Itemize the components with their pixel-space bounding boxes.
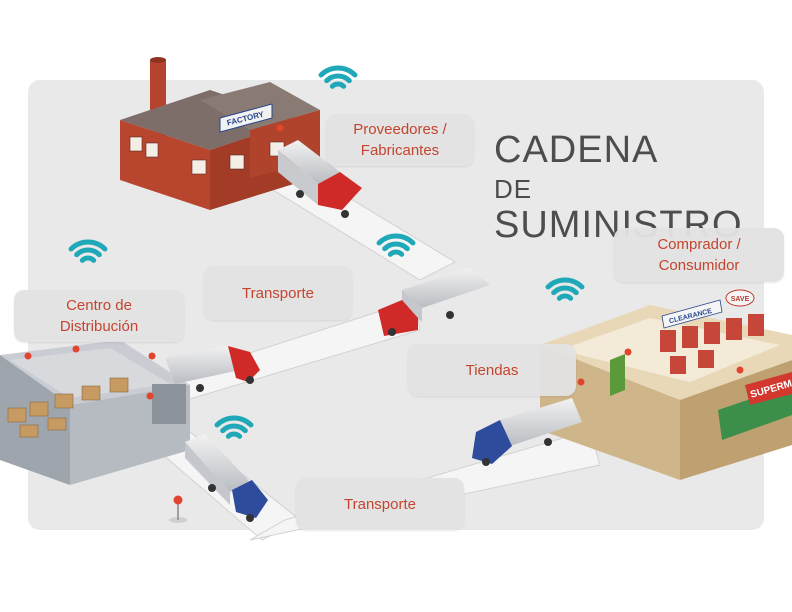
road-factory-to-transport — [263, 167, 457, 281]
label-transporte-bottom: Transporte — [296, 478, 464, 530]
title-line-1: CADENA — [494, 129, 659, 171]
wifi-icon — [318, 65, 358, 89]
label-transporte-top: Transporte — [204, 266, 352, 320]
label-comprador: Comprador / Consumidor — [614, 228, 784, 282]
save-sign: SAVE — [731, 296, 750, 303]
wifi-icon — [376, 233, 416, 257]
truck-red-top — [278, 140, 362, 218]
label-proveedores: Proveedores / Fabricantes — [326, 114, 474, 166]
wifi-icon — [545, 277, 585, 301]
store-icon — [540, 289, 792, 480]
title-line-2-prefix: DE — [494, 174, 533, 204]
wifi-icon — [214, 415, 254, 439]
location-pin-icon — [169, 495, 187, 523]
page-title: CADENA DE SUMINISTRO — [494, 129, 764, 244]
truck-blue-right — [472, 398, 582, 466]
warehouse-icon — [0, 340, 190, 485]
wifi-icon — [68, 239, 108, 263]
truck-blue-bottom — [185, 434, 268, 522]
truck-red-mid — [378, 268, 490, 336]
truck-red-center — [165, 345, 260, 392]
label-tiendas: Tiendas — [408, 344, 576, 396]
truck-icon — [165, 140, 582, 522]
label-centro-distribucion: Centro de Distribución — [14, 290, 184, 342]
factory-icon — [120, 57, 320, 210]
